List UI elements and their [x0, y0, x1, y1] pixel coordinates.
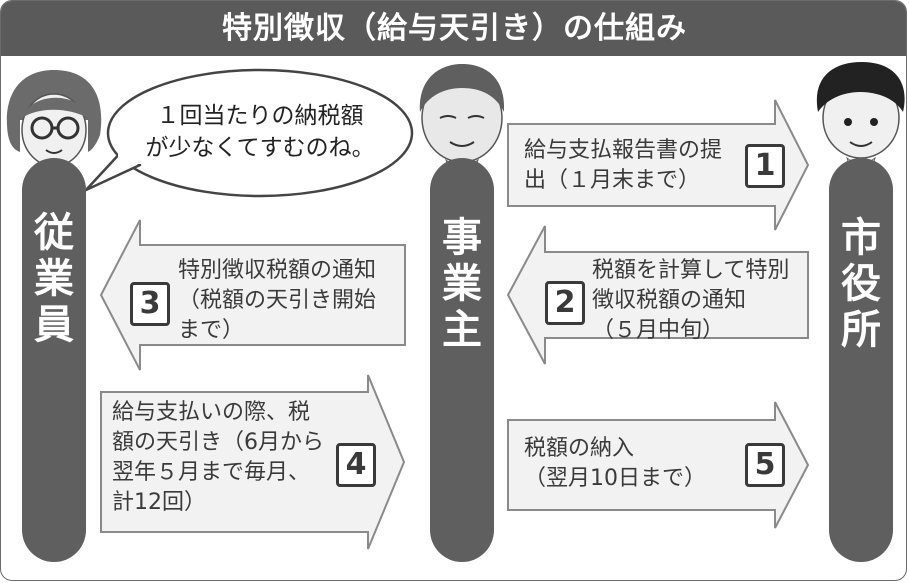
step-3-number: 3	[130, 282, 170, 326]
step-5-line: （翌月10日まで）	[524, 466, 706, 491]
step-4-line: 翌年５月まで毎月、	[112, 460, 311, 485]
step-2-text: 税額を計算して特別 徴収税額の通知 （５月中旬）	[592, 256, 789, 346]
city-office-label: 市役所	[829, 215, 893, 353]
arrow-step-3	[99, 219, 406, 371]
employee-label: 従業員	[22, 210, 86, 348]
arrow-step-1	[507, 99, 810, 231]
employer-label: 事業主	[430, 215, 494, 353]
actor-label-char: 主	[442, 307, 482, 353]
speech-bubble-shape	[84, 68, 414, 198]
step-1-text: 給与支払報告書の提 出（１月末まで）	[524, 136, 722, 196]
arrow-step-2	[506, 225, 809, 365]
actor-label-char: 業	[442, 261, 482, 307]
step-2-line: 徴収税額の通知	[592, 288, 747, 313]
step-3-line: 特別徴収税額の通知	[178, 258, 377, 283]
step-1-line: 出（１月末まで）	[524, 168, 701, 193]
step-4-number: 4	[336, 443, 376, 487]
woman-glasses-icon	[6, 70, 102, 167]
arrow-step-4	[100, 374, 406, 550]
employee-pillar	[22, 158, 86, 562]
page-title: 特別徴収（給与天引き）の仕組み	[222, 11, 687, 46]
actor-label-char: 所	[841, 307, 881, 353]
step-3-line: まで）	[178, 318, 245, 343]
speech-bubble-line-1: １回当たりの納税額	[156, 103, 364, 129]
step-1-line: 給与支払報告書の提	[524, 138, 723, 163]
actor-label-char: 業	[34, 256, 74, 302]
actor-label-char: 従	[34, 210, 74, 256]
actor-label-char: 役	[841, 261, 881, 307]
step-2-number: 2	[545, 281, 585, 325]
step-4-line: 給与支払いの際、税	[112, 400, 311, 425]
step-4-line: 計12回）	[112, 490, 206, 515]
step-4-line: 額の天引き（6月から	[112, 430, 324, 455]
step-2-line: （５月中旬）	[592, 318, 725, 343]
arrow-step-5	[507, 401, 810, 529]
step-5-line: 税額の納入	[524, 436, 635, 461]
speech-bubble-line-2: が少なくてすむのね。	[145, 135, 375, 161]
step-3-text: 特別徴収税額の通知 （税額の天引き開始 まで）	[178, 256, 376, 346]
step-1-number: 1	[745, 144, 785, 188]
city-office-pillar	[829, 158, 893, 562]
step-5-text: 税額の納入 （翌月10日まで）	[524, 434, 706, 494]
title-bar	[1, 1, 906, 56]
step-4-text: 給与支払いの際、税 額の天引き（6月から 翌年５月まで毎月、 計12回）	[112, 398, 324, 518]
actor-label-char: 員	[34, 302, 74, 348]
step-3-line: （税額の天引き開始	[178, 288, 377, 313]
actor-label-char: 市	[841, 215, 881, 261]
step-5-number: 5	[745, 443, 785, 487]
employer-pillar	[430, 158, 494, 562]
step-2-line: 税額を計算して特別	[592, 258, 790, 283]
actor-label-char: 事	[442, 215, 482, 261]
